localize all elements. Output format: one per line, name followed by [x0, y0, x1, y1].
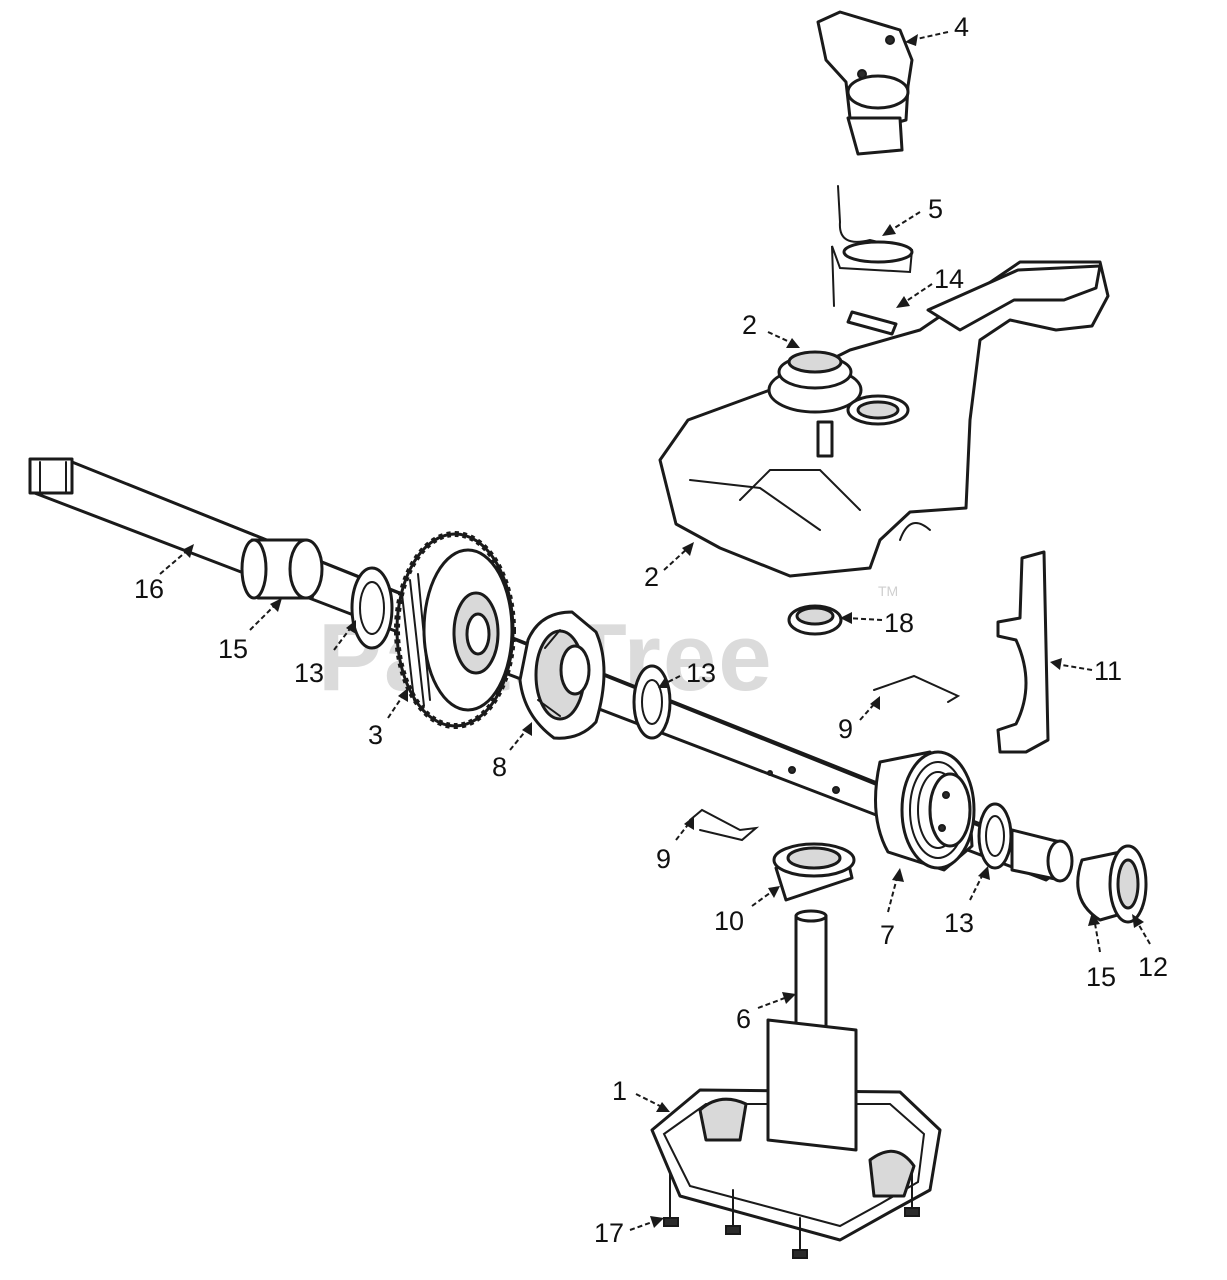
- callout-9-upper: 9: [838, 714, 853, 744]
- callout-13-left: 13: [294, 658, 324, 688]
- part-lower-housing: [650, 1018, 942, 1242]
- callout-labels: 4 5 14 2 2 16 15 13 3 13 8 18 11 9 9 10 …: [134, 12, 1168, 1248]
- callout-1: 1: [612, 1076, 627, 1106]
- callout-4: 4: [954, 12, 969, 42]
- part-pin: [846, 310, 898, 336]
- callout-3: 3: [368, 720, 383, 750]
- callout-2-lower: 2: [644, 562, 659, 592]
- part-seal: [787, 604, 843, 636]
- callout-9-lower: 9: [656, 844, 671, 874]
- callout-11: 11: [1094, 656, 1122, 686]
- callout-15-left: 15: [218, 634, 248, 664]
- callout-6: 6: [736, 1004, 751, 1034]
- callout-18: 18: [884, 608, 914, 638]
- callout-13-right: 13: [944, 908, 974, 938]
- part-washer-right: [977, 802, 1013, 870]
- part-screws: [663, 1171, 920, 1259]
- callout-5: 5: [928, 194, 943, 224]
- part-wire-clip-lower: [689, 808, 760, 842]
- part-bearing: [772, 842, 856, 902]
- part-clutch-drum: [874, 750, 976, 872]
- callout-14: 14: [934, 264, 964, 294]
- callout-13-middle: 13: [686, 658, 716, 688]
- part-wire-clip-upper: [873, 674, 961, 703]
- part-bushing-left: [240, 538, 324, 600]
- leader-lines: [159, 31, 1151, 1231]
- part-upper-housing: [658, 260, 1110, 578]
- part-shift-bracket: [816, 10, 914, 156]
- callout-12: 12: [1138, 952, 1168, 982]
- callout-10: 10: [714, 906, 744, 936]
- callout-7: 7: [880, 920, 895, 950]
- part-bushing-right: [1076, 844, 1148, 924]
- part-washer-middle: [632, 664, 672, 740]
- part-clutch-dog: [518, 610, 606, 740]
- callout-2-upper: 2: [742, 310, 757, 340]
- part-washer-left: [350, 566, 394, 650]
- callout-16: 16: [134, 574, 164, 604]
- callout-17: 17: [594, 1218, 624, 1248]
- part-shift-plate: [996, 550, 1050, 754]
- callout-8: 8: [492, 752, 507, 782]
- part-spring-clip: [831, 185, 914, 307]
- callout-15-right: 15: [1086, 962, 1116, 992]
- part-shaft-end: [1010, 828, 1074, 883]
- part-gear: [394, 531, 516, 729]
- watermark-trademark: TM: [878, 583, 898, 599]
